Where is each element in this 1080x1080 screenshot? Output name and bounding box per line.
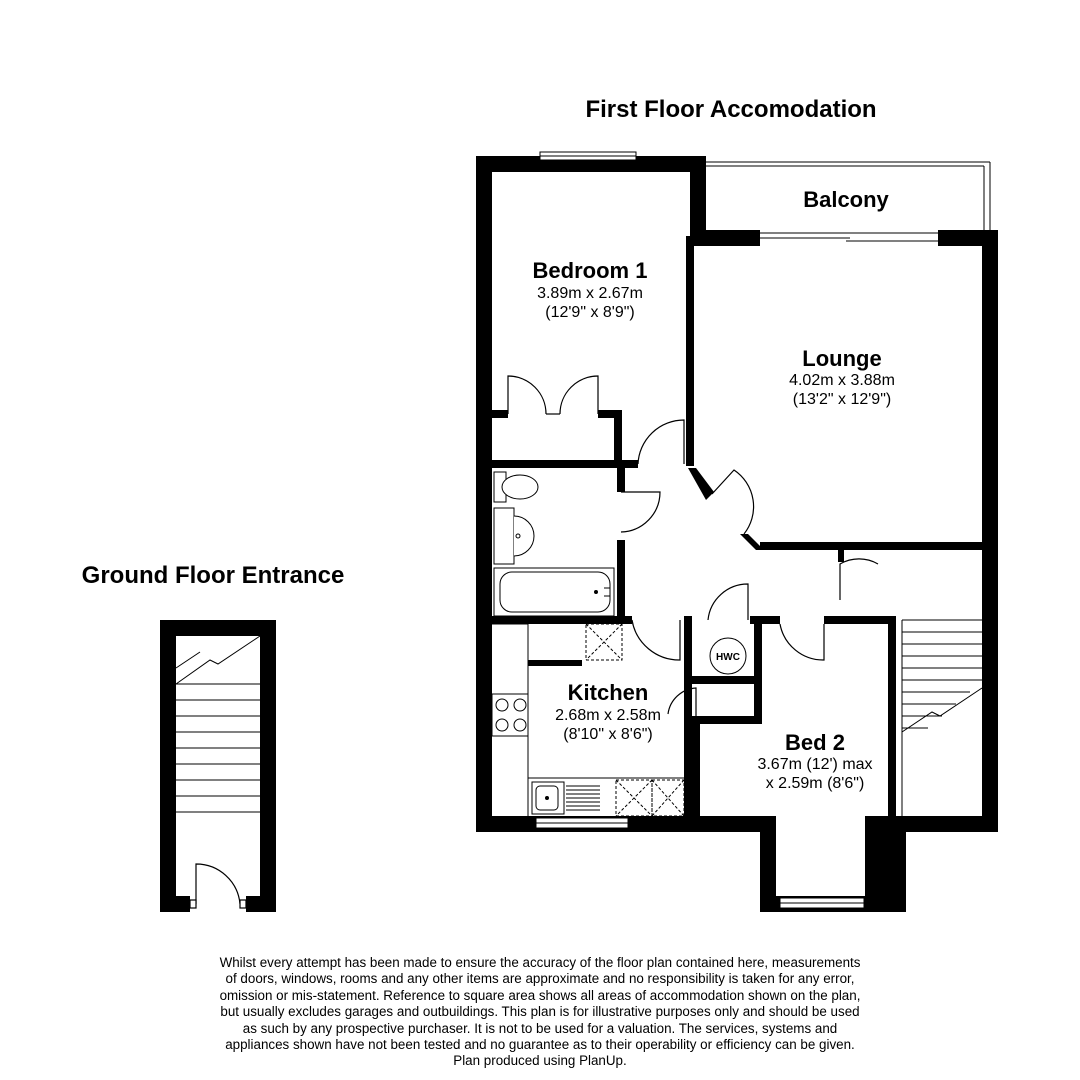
balcony-outline bbox=[706, 161, 991, 232]
disclaimer-line: as such by any prospective purchaser. It… bbox=[242, 1020, 838, 1036]
disclaimer-line: but usually excludes garages and outbuil… bbox=[220, 1004, 860, 1020]
ground-floor-stairs bbox=[175, 635, 261, 813]
hwc-cylinder: HWC bbox=[709, 637, 747, 675]
kitchen-label: Kitchen 2.68m x 2.58m (8'10" x 8'6") bbox=[555, 680, 661, 743]
appliance-space bbox=[651, 779, 685, 817]
room-dimension: 2.68m x 2.58m bbox=[555, 707, 661, 724]
bathroom-fixtures bbox=[493, 471, 615, 617]
windows bbox=[535, 151, 865, 909]
room-name: Lounge bbox=[802, 346, 881, 371]
toilet-icon bbox=[493, 471, 539, 503]
room-dimension: (13'2" x 12'9") bbox=[793, 391, 891, 408]
room-name: Bedroom 1 bbox=[533, 258, 648, 283]
room-dimension: x 2.59m (8'6") bbox=[766, 775, 865, 792]
kitchen-fixtures bbox=[491, 623, 685, 817]
extractor-icon bbox=[585, 623, 623, 661]
room-name: Bed 2 bbox=[785, 730, 845, 755]
entrance-door bbox=[189, 863, 247, 909]
disclaimer-line: omission or mis-statement. Reference to … bbox=[219, 987, 861, 1003]
room-name: Kitchen bbox=[568, 680, 649, 705]
room-dimension: 4.02m x 3.88m bbox=[789, 372, 895, 389]
room-dimension: (8'10" x 8'6") bbox=[563, 726, 653, 743]
room-dimension: (12'9" x 8'9") bbox=[545, 304, 635, 321]
doors bbox=[507, 375, 879, 716]
ground-floor-heading: Ground Floor Entrance bbox=[82, 562, 345, 589]
room-dimension: 3.67m (12') max bbox=[757, 756, 872, 773]
disclaimer-line: Plan produced using PlanUp. bbox=[453, 1053, 627, 1069]
first-floor-heading: First Floor Accomodation bbox=[585, 96, 876, 123]
ground-floor-walls bbox=[160, 620, 276, 912]
disclaimer-line: of doors, windows, rooms and any other i… bbox=[225, 971, 855, 987]
disclaimer-line: appliances shown have not been tested an… bbox=[225, 1037, 855, 1053]
interior-walls bbox=[492, 236, 982, 832]
bedroom1-label: Bedroom 1 3.89m x 2.67m (12'9" x 8'9") bbox=[533, 258, 648, 321]
bed2-label: Bed 2 3.67m (12') max x 2.59m (8'6") bbox=[757, 730, 872, 792]
sink-icon bbox=[531, 781, 600, 815]
hwc-label: HWC bbox=[716, 652, 740, 663]
lounge-label: Lounge 4.02m x 3.88m (13'2" x 12'9") bbox=[789, 346, 895, 408]
balcony-label: Balcony bbox=[803, 187, 889, 212]
appliance-space bbox=[615, 779, 653, 817]
disclaimer: Whilst every attempt has been made to en… bbox=[160, 955, 920, 1070]
first-floor-stairs bbox=[901, 619, 983, 816]
disclaimer-line: Whilst every attempt has been made to en… bbox=[219, 955, 861, 970]
bath-icon bbox=[493, 567, 615, 617]
basin-icon bbox=[493, 507, 535, 565]
hob-icon bbox=[491, 693, 529, 737]
room-dimension: 3.89m x 2.67m bbox=[537, 285, 643, 302]
lounge-sliding-door bbox=[760, 232, 938, 242]
